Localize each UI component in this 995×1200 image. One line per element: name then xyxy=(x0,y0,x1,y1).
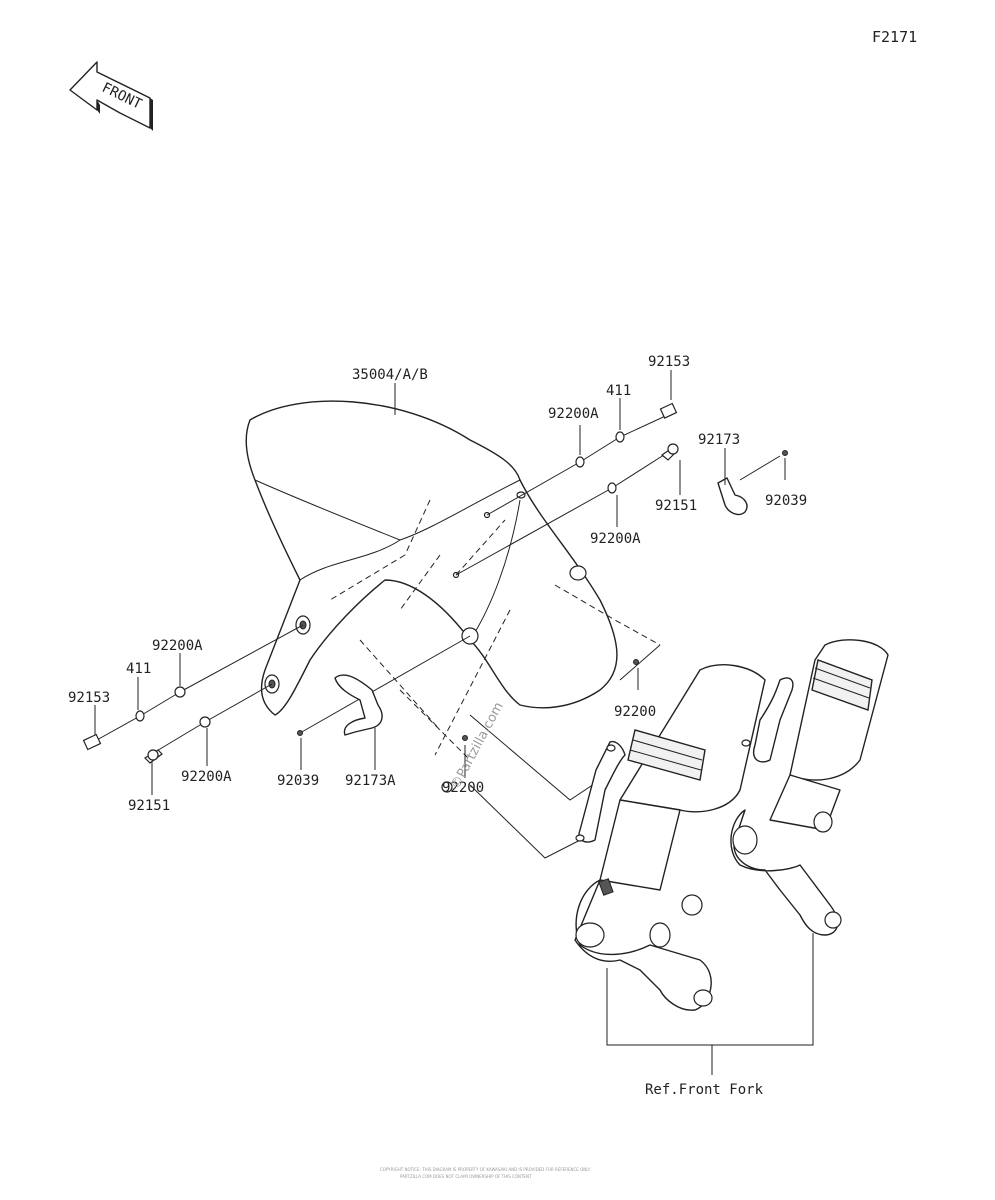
fork-left xyxy=(574,664,766,1011)
callout-bolt-left-lower: 92151 xyxy=(128,798,170,814)
callout-screw-left: 92039 xyxy=(277,773,319,789)
diagram-code: F2171 xyxy=(872,28,917,46)
callout-washer-right: 92200A xyxy=(590,531,641,547)
footer-line-1: COPYRIGHT NOTICE: THIS DIAGRAM IS PROPER… xyxy=(380,1167,591,1172)
callout-bolt-top: 92153 xyxy=(648,354,690,370)
fork-right xyxy=(730,639,889,936)
watermark: ©Partzilla.com xyxy=(448,700,506,792)
callout-washer-left-upper: 92200A xyxy=(152,638,203,654)
callout-clip-left: 92173A xyxy=(345,773,396,789)
callout-fender: 35004/A/B xyxy=(352,367,428,383)
callout-bolt-left: 92153 xyxy=(68,690,110,706)
callout-nut-center: 92200 xyxy=(442,780,484,796)
front-fender xyxy=(245,400,618,716)
front-arrow-icon: FRONT xyxy=(69,61,153,131)
callout-washer-left-lower: 92200A xyxy=(181,769,232,785)
callout-collar-top: 411 xyxy=(606,383,631,399)
callout-bolt-right: 92151 xyxy=(655,498,697,514)
callout-screw-right: 92039 xyxy=(765,493,807,509)
footer-line-2: PARTZILLA.COM DOES NOT CLAIM OWNERSHIP O… xyxy=(400,1174,532,1179)
callout-collar-left: 411 xyxy=(126,661,151,677)
callout-clip-right: 92173 xyxy=(698,432,740,448)
callout-washer-top: 92200A xyxy=(548,406,599,422)
hardware-left xyxy=(82,624,471,793)
hardware-top xyxy=(455,402,788,665)
ref-front-fork-label: Ref.Front Fork xyxy=(645,1082,764,1098)
callout-nut-right: 92200 xyxy=(614,704,656,720)
